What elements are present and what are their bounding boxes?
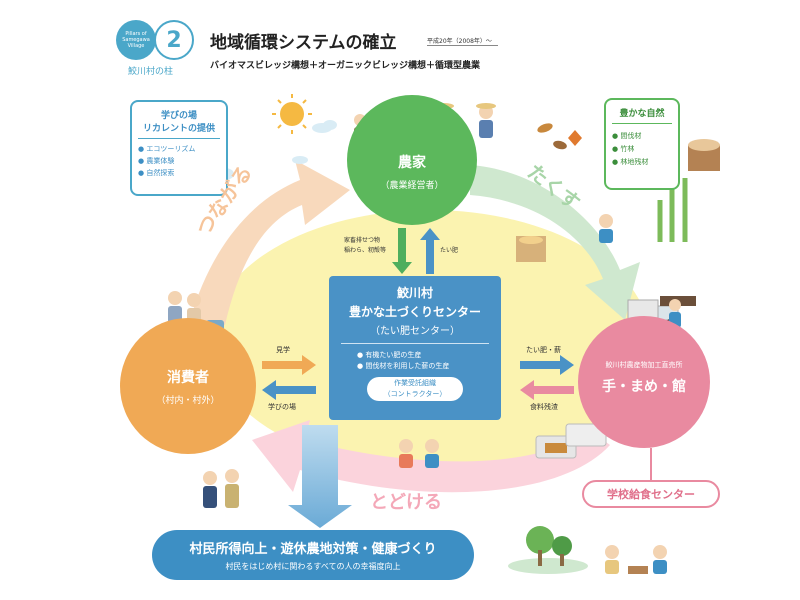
flow-label-to-center: 家畜排せつ物 稲わら、籾殻等 — [344, 237, 387, 254]
child-illustration-entrust — [599, 214, 613, 243]
school-lunch-title: 学校給食センター — [607, 488, 695, 501]
connect-arrow — [190, 160, 350, 325]
outcome-sub: 村民をはじめ村に関わるすべての人の幸福度向上 — [225, 562, 401, 571]
arrow-center-to-consumer — [262, 380, 316, 400]
arrow-to-farmer — [420, 228, 440, 274]
consumer-node: 消費者 （村内・村外） — [120, 318, 256, 454]
deliver-label: とどける — [370, 492, 442, 513]
trees-illustration — [508, 526, 588, 574]
bamboo-illustration — [657, 178, 688, 242]
pillar-number-circle: 2 — [154, 20, 194, 60]
center-line3: （たい肥センター） — [370, 326, 460, 337]
stump-illustration — [688, 139, 720, 171]
arrow-consumer-to-center — [262, 355, 316, 375]
pillar-number: 2 — [166, 27, 182, 53]
deliver-arrow — [252, 420, 610, 493]
learning-item-3: ● 自然探索 — [138, 169, 175, 177]
farmer-node: 農家 （農業経営者） — [347, 95, 477, 225]
sun-illustration — [272, 94, 312, 134]
contractor-line1: 作業受託組織 — [394, 379, 436, 387]
arrow-center-to-processing — [520, 355, 574, 375]
learning-box-title-1: 学びの場 — [160, 111, 197, 121]
center-bullet-2: ● 間伐材を利用した薪の生産 — [357, 362, 450, 370]
nature-box-title: 豊かな自然 — [619, 109, 665, 119]
nature-item-2: ● 竹林 — [612, 145, 635, 153]
contractor-pill: 作業受託組織 （コントラクター） — [367, 377, 463, 401]
consumer-title: 消費者 — [167, 369, 209, 386]
school-lunch-node: 学校給食センター — [582, 480, 720, 508]
flow-label-compost-firewood: たい肥・薪 — [526, 346, 561, 354]
walking-couple-illustration — [203, 469, 239, 508]
arrow-to-center — [392, 228, 412, 274]
flow-label-tour: 見学 — [276, 346, 290, 354]
flow-label-food-waste: 食料残渣 — [530, 403, 558, 411]
learning-item-2: ● 農業体験 — [138, 157, 175, 165]
learning-item-1: ● エコツーリズム — [138, 145, 196, 153]
compost-center-node: 鮫川村 豊かな土づくりセンター （たい肥センター） ● 有機たい肥の生産 ● 間… — [329, 276, 501, 420]
page-subtitle: バイオマスビレッジ構想＋オーガニックビレッジ構想＋循環型農業 — [210, 61, 481, 71]
processing-node: 鮫川村農産物加工直売所 手・まめ・館 — [578, 316, 710, 448]
outcome-title: 村民所得向上・遊休農地対策・健康づくり — [189, 542, 437, 557]
nature-item-3: ● 林地残材 — [612, 158, 649, 166]
contractor-line2: （コントラクター） — [383, 390, 447, 398]
outcome-arrow — [288, 425, 352, 528]
pillar-badge-caption-circle: Pillars of Samegawa Village — [116, 20, 156, 60]
page-title: 地域循環システムの確立 — [210, 33, 397, 53]
center-line2: 豊かな土づくりセンター — [348, 305, 481, 319]
learning-box: 学びの場 リカレントの提供 ● エコツーリズム ● 農業体験 ● 自然探索 — [130, 100, 228, 196]
nature-box: 豊かな自然 ● 間伐材 ● 竹林 ● 林地残材 — [604, 98, 680, 190]
nature-item-1: ● 間伐材 — [612, 132, 642, 140]
learning-box-title-2: リカレントの提供 — [142, 124, 215, 134]
flow-label-learning: 学びの場 — [268, 403, 296, 411]
arrow-processing-to-center — [520, 380, 574, 400]
school-connector — [650, 448, 652, 480]
leaf-illustrations — [537, 123, 582, 150]
children-illustration-deliver — [399, 439, 439, 468]
flow-label-to-farmer: たい肥 — [440, 247, 459, 254]
processing-title: 手・まめ・館 — [602, 379, 686, 395]
center-line1: 鮫川村 — [396, 286, 433, 300]
farmer-sub: （農業経営者） — [380, 180, 444, 191]
pillar-label: 鮫川村の柱 — [128, 67, 174, 77]
center-bullet-1: ● 有機たい肥の生産 — [357, 351, 422, 359]
soybean-box-illustration — [516, 236, 546, 262]
outcome-box: 村民所得向上・遊休農地対策・健康づくり 村民をはじめ村に関わるすべての人の幸福度… — [152, 530, 474, 580]
farmer-title: 農家 — [398, 154, 426, 171]
entrust-arrow — [470, 165, 640, 320]
pillar-badge-caption: Pillars of Samegawa Village — [122, 31, 150, 49]
consumer-sub: （村内・村外） — [156, 395, 220, 406]
title-since: 平成20年（2008年）～ — [427, 36, 498, 46]
picnic-illustration — [605, 545, 667, 574]
processing-caption: 鮫川村農産物加工直売所 — [605, 361, 683, 369]
